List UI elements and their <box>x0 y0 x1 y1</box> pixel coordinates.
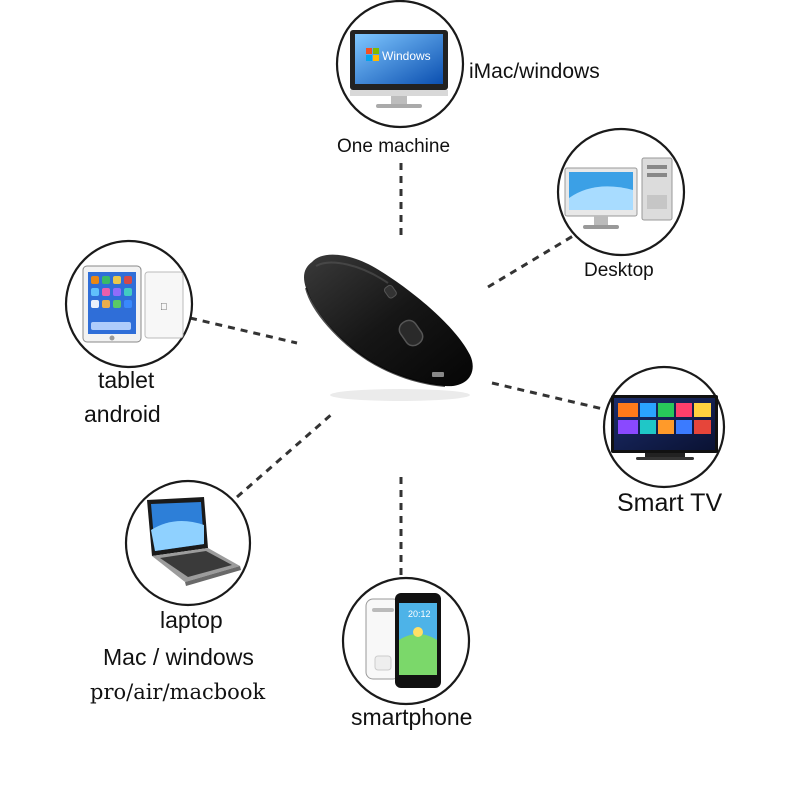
monitor-screen-text: Windows <box>382 49 431 63</box>
connectors <box>189 163 604 580</box>
smartphone-label: smartphone <box>351 704 473 730</box>
connector-smart-tv <box>491 381 604 411</box>
desktop-label: Desktop <box>584 260 654 281</box>
monitor-windows-icon: Windows <box>350 30 448 108</box>
phone-screen-time: 20:12 <box>408 609 431 619</box>
laptop-label: laptop <box>160 607 223 633</box>
connector-laptop <box>236 412 333 499</box>
tablet-label: tablet <box>98 367 155 393</box>
wireless-mouse-icon <box>304 254 473 401</box>
laptop-icon <box>147 497 241 586</box>
tablet-icon:  <box>82 265 184 343</box>
android-label: android <box>84 401 161 427</box>
imac-sublabel: One machine <box>337 136 451 157</box>
laptop-models-label: pro/air/macbook <box>90 680 266 704</box>
smart-tv-icon <box>611 395 718 460</box>
svg-text::  <box>160 302 168 313</box>
smart-tv-label: Smart TV <box>617 489 723 517</box>
connector-tablet <box>189 316 298 345</box>
smartphone-icon: 20:12 <box>365 593 441 688</box>
laptop-os-label: Mac / windows <box>103 644 254 670</box>
desktop-computer-icon <box>564 157 673 229</box>
connector-desktop <box>487 231 579 289</box>
imac-label: iMac/windows <box>469 60 600 83</box>
